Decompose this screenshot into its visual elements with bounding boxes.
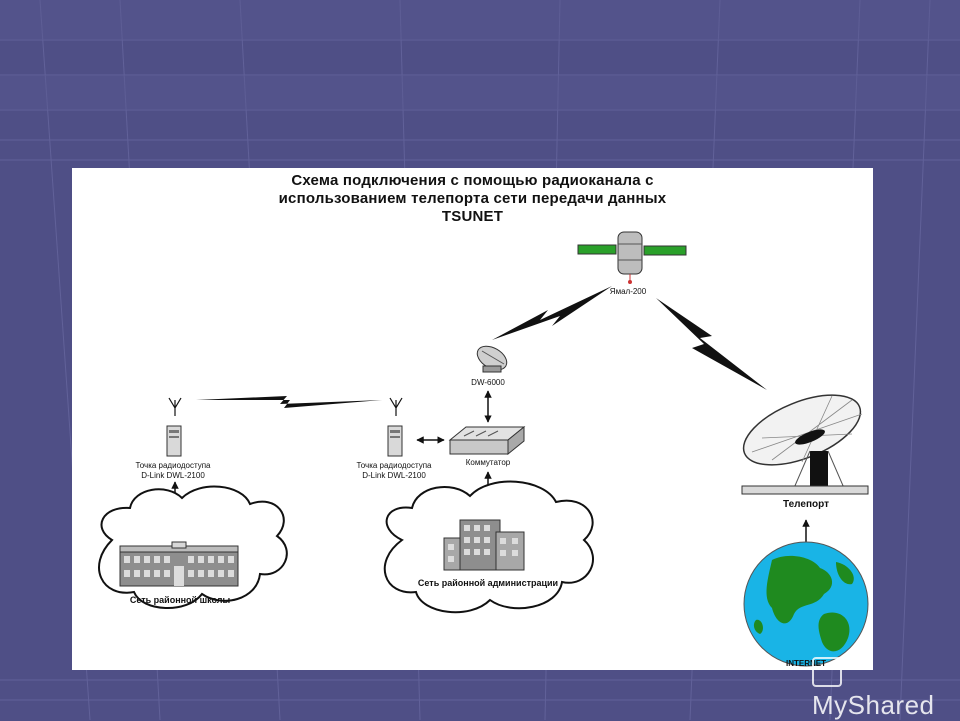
teleport-label: Телепорт (783, 499, 829, 510)
access-point-left-icon (166, 397, 182, 457)
title-line-2: использованием телепорта сети передачи д… (278, 190, 667, 207)
access-point-mid-icon (387, 397, 403, 457)
satellite-to-teleport-bolt (656, 298, 767, 390)
switch-icon (448, 425, 526, 456)
globe-icon (743, 541, 869, 667)
myshared-logo-icon (812, 657, 842, 688)
admin-network-label: Сеть районной администрации (418, 578, 558, 588)
school-network-label: Сеть районной школы (130, 595, 231, 605)
satellite-label: Ямал-200 (610, 287, 647, 296)
title-line-1: Схема подключения с помощью радиоканала … (291, 172, 654, 189)
teleport-dish-icon (741, 394, 869, 495)
satellite-to-dw6000-bolt (492, 286, 612, 340)
ap-left-label-line1: Точка радиодоступа (135, 461, 211, 470)
diagram-panel: Схема подключения с помощью радиоканала … (72, 168, 873, 670)
admin-building-icon (443, 519, 525, 571)
school-building-icon (119, 541, 239, 587)
ap-mid-label-line1: Точка радиодоступа (356, 461, 432, 470)
ap-mid-label-line2: D-Link DWL-2100 (362, 471, 426, 480)
ap-left-label-line2: D-Link DWL-2100 (141, 471, 205, 480)
title-line-3: TSUNET (441, 208, 504, 225)
watermark-text: MyShared (812, 690, 935, 721)
internet-label: INTERNET (786, 659, 826, 668)
switch-label: Коммутатор (466, 458, 511, 467)
dw6000-dish-icon (476, 345, 508, 373)
dw6000-label: DW-6000 (471, 378, 505, 387)
satellite-icon (577, 231, 687, 284)
radio-link-left-bolt (196, 396, 382, 408)
myshared-watermark: MyShared (812, 657, 960, 721)
network-diagram: Ямал-200 DW-6000 Коммутатор То (98, 231, 869, 668)
